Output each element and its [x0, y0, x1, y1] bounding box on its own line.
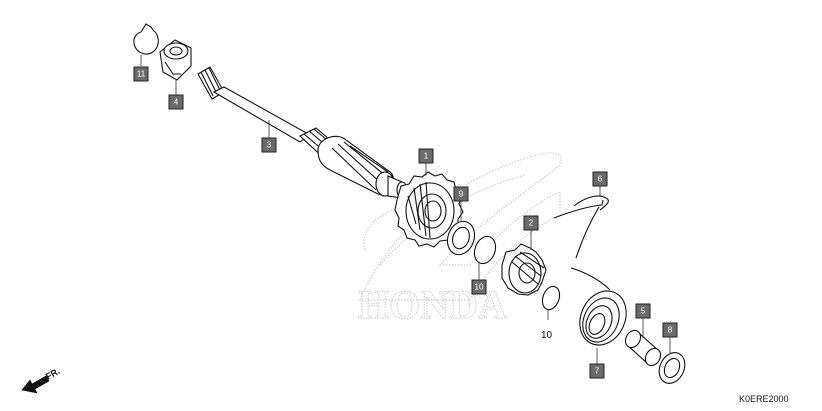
callout-7-label: 7 — [595, 367, 600, 376]
callout-1[interactable]: 1 — [418, 148, 434, 164]
shaft-part-3[interactable] — [197, 66, 408, 199]
leader-lines — [140, 55, 671, 364]
washer-part-8[interactable] — [654, 348, 689, 387]
callout-4[interactable]: 4 — [168, 94, 184, 110]
collar-part-5[interactable] — [622, 328, 663, 369]
circlip-part-10-upper[interactable] — [471, 233, 499, 266]
front-direction-marker: FR. — [21, 366, 62, 394]
collar-part-4[interactable] — [159, 39, 192, 81]
callout-10-label: 10 — [475, 283, 484, 292]
washer-part-9[interactable] — [443, 218, 479, 259]
callout-5-label: 5 — [641, 307, 646, 316]
diagram-code: K0ERE2000 — [739, 394, 789, 404]
plain-label-10[interactable]: 10 — [541, 330, 553, 341]
return-spring-part-7[interactable] — [570, 267, 635, 353]
callout-4-label: 4 — [174, 98, 179, 107]
callout-9[interactable]: 9 — [453, 186, 469, 202]
spring-clip-part-6[interactable] — [553, 195, 609, 259]
callout-10[interactable]: 10 — [471, 279, 487, 295]
callout-11[interactable]: 11 — [133, 66, 149, 82]
callout-5[interactable]: 5 — [635, 303, 651, 319]
circlip-part-10-lower[interactable] — [539, 284, 562, 312]
callout-3-label: 3 — [267, 141, 272, 150]
callout-2[interactable]: 2 — [523, 215, 539, 231]
callout-6-label: 6 — [598, 175, 603, 184]
callout-3[interactable]: 3 — [261, 137, 277, 153]
callout-1-label: 1 — [424, 152, 429, 161]
gear-part-1[interactable] — [394, 171, 464, 248]
callout-11-label: 11 — [137, 70, 146, 79]
callout-9-label: 9 — [459, 190, 464, 199]
callout-8-label: 8 — [668, 326, 673, 335]
callout-7[interactable]: 7 — [589, 363, 605, 379]
arrow-down-left-icon — [21, 375, 50, 394]
callout-6[interactable]: 6 — [592, 171, 608, 187]
callout-8[interactable]: 8 — [662, 322, 678, 338]
ratchet-gear-part-2[interactable] — [501, 243, 547, 296]
callout-2-label: 2 — [529, 219, 534, 228]
fr-label: FR. — [44, 366, 62, 382]
circlip-part-11[interactable] — [133, 23, 159, 55]
